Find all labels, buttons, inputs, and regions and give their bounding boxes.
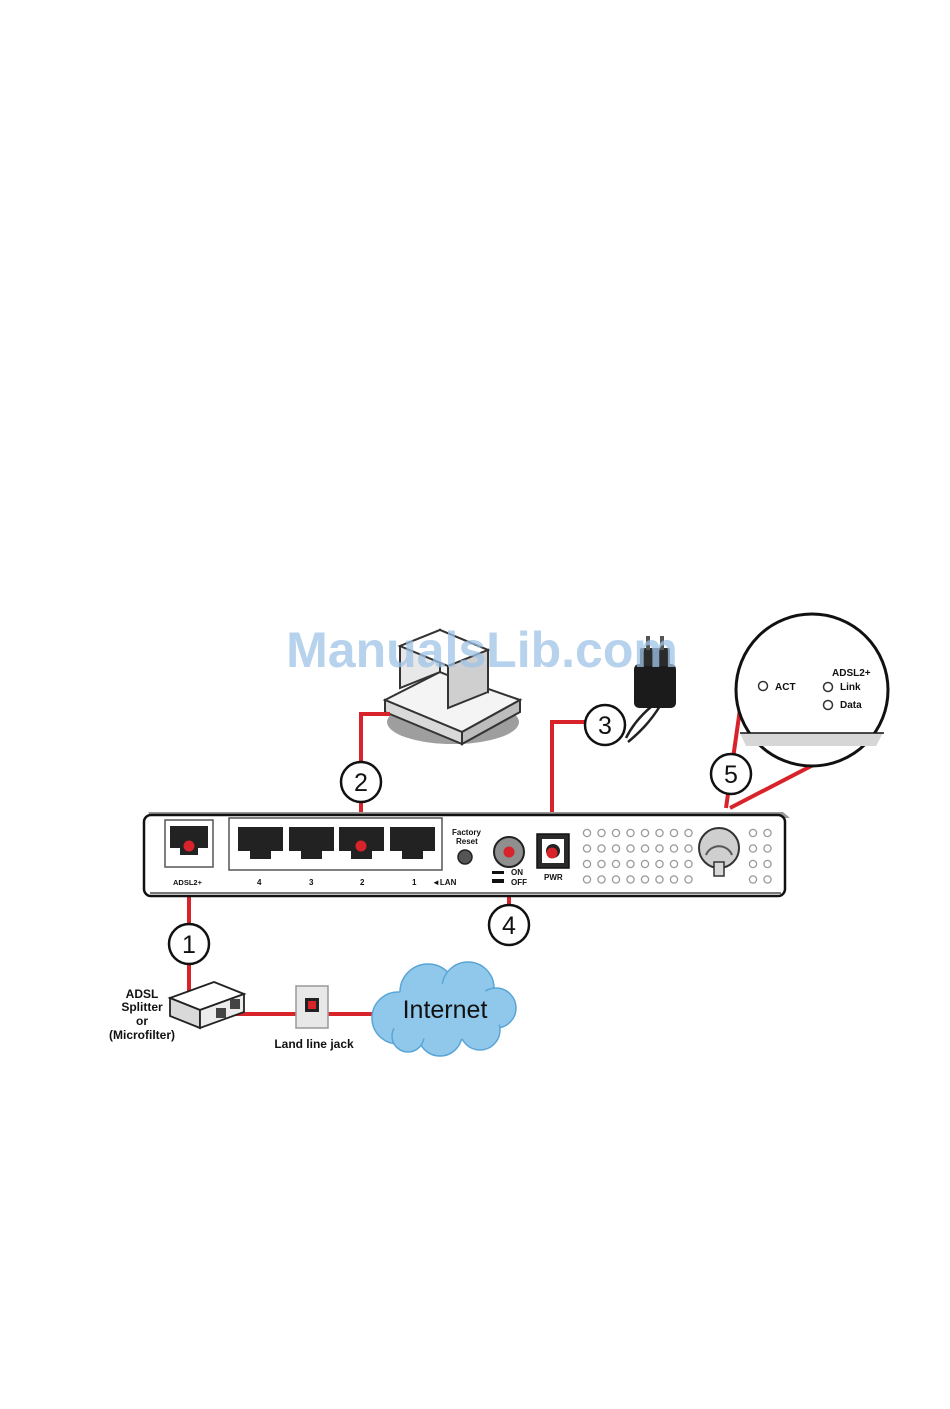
svg-text:5: 5 [724, 761, 738, 789]
svg-text:1: 1 [182, 931, 196, 959]
power-label: PWR [544, 873, 563, 882]
adsl-port-label: ADSL2+ [173, 878, 203, 887]
router-rear-panel: ADSL2+ 4 3 2 1 ◄LAN Factory Reset ON OFF… [144, 812, 790, 896]
splitter-icon [170, 982, 244, 1028]
svg-text:3: 3 [598, 712, 612, 740]
callout-3: 3 [585, 705, 625, 745]
factory-reset-button [458, 850, 472, 864]
splitter-label-3: or [136, 1014, 148, 1028]
callout-2: 2 [341, 762, 381, 802]
callout-5: 5 [711, 754, 751, 794]
led-act-label: ACT [775, 682, 796, 693]
led-link-label: Link [840, 682, 861, 693]
switch-on-label: ON [511, 868, 523, 877]
splitter-label-1: ADSL [126, 987, 159, 1001]
svg-text:4: 4 [502, 912, 516, 940]
led-zoom-panel: ACT ADSL2+ Link Data [736, 614, 888, 766]
internet-label: Internet [403, 996, 488, 1024]
splitter-label-4: (Microfilter) [109, 1028, 175, 1042]
switch-off-label: OFF [511, 878, 527, 887]
lan-port-2-label: 2 [360, 878, 365, 887]
lan-port-1-label: 1 [412, 878, 417, 887]
factory-reset-label-1: Factory [452, 828, 481, 837]
callout-1: 1 [169, 924, 209, 964]
lan-port-4-label: 4 [257, 878, 262, 887]
svg-text:2: 2 [354, 769, 368, 797]
land-line-jack-label: Land line jack [274, 1037, 354, 1051]
splitter-label-2: Splitter [121, 1000, 163, 1014]
land-line-jack-icon [296, 986, 328, 1028]
lan-group-label: ◄LAN [432, 878, 457, 887]
factory-reset-label-2: Reset [456, 837, 478, 846]
led-data-label: Data [840, 700, 862, 711]
lan-port-3-label: 3 [309, 878, 314, 887]
watermark: ManualsLib.com [286, 622, 678, 678]
led-adsl-header: ADSL2+ [832, 668, 871, 679]
callout-4: 4 [489, 905, 529, 945]
